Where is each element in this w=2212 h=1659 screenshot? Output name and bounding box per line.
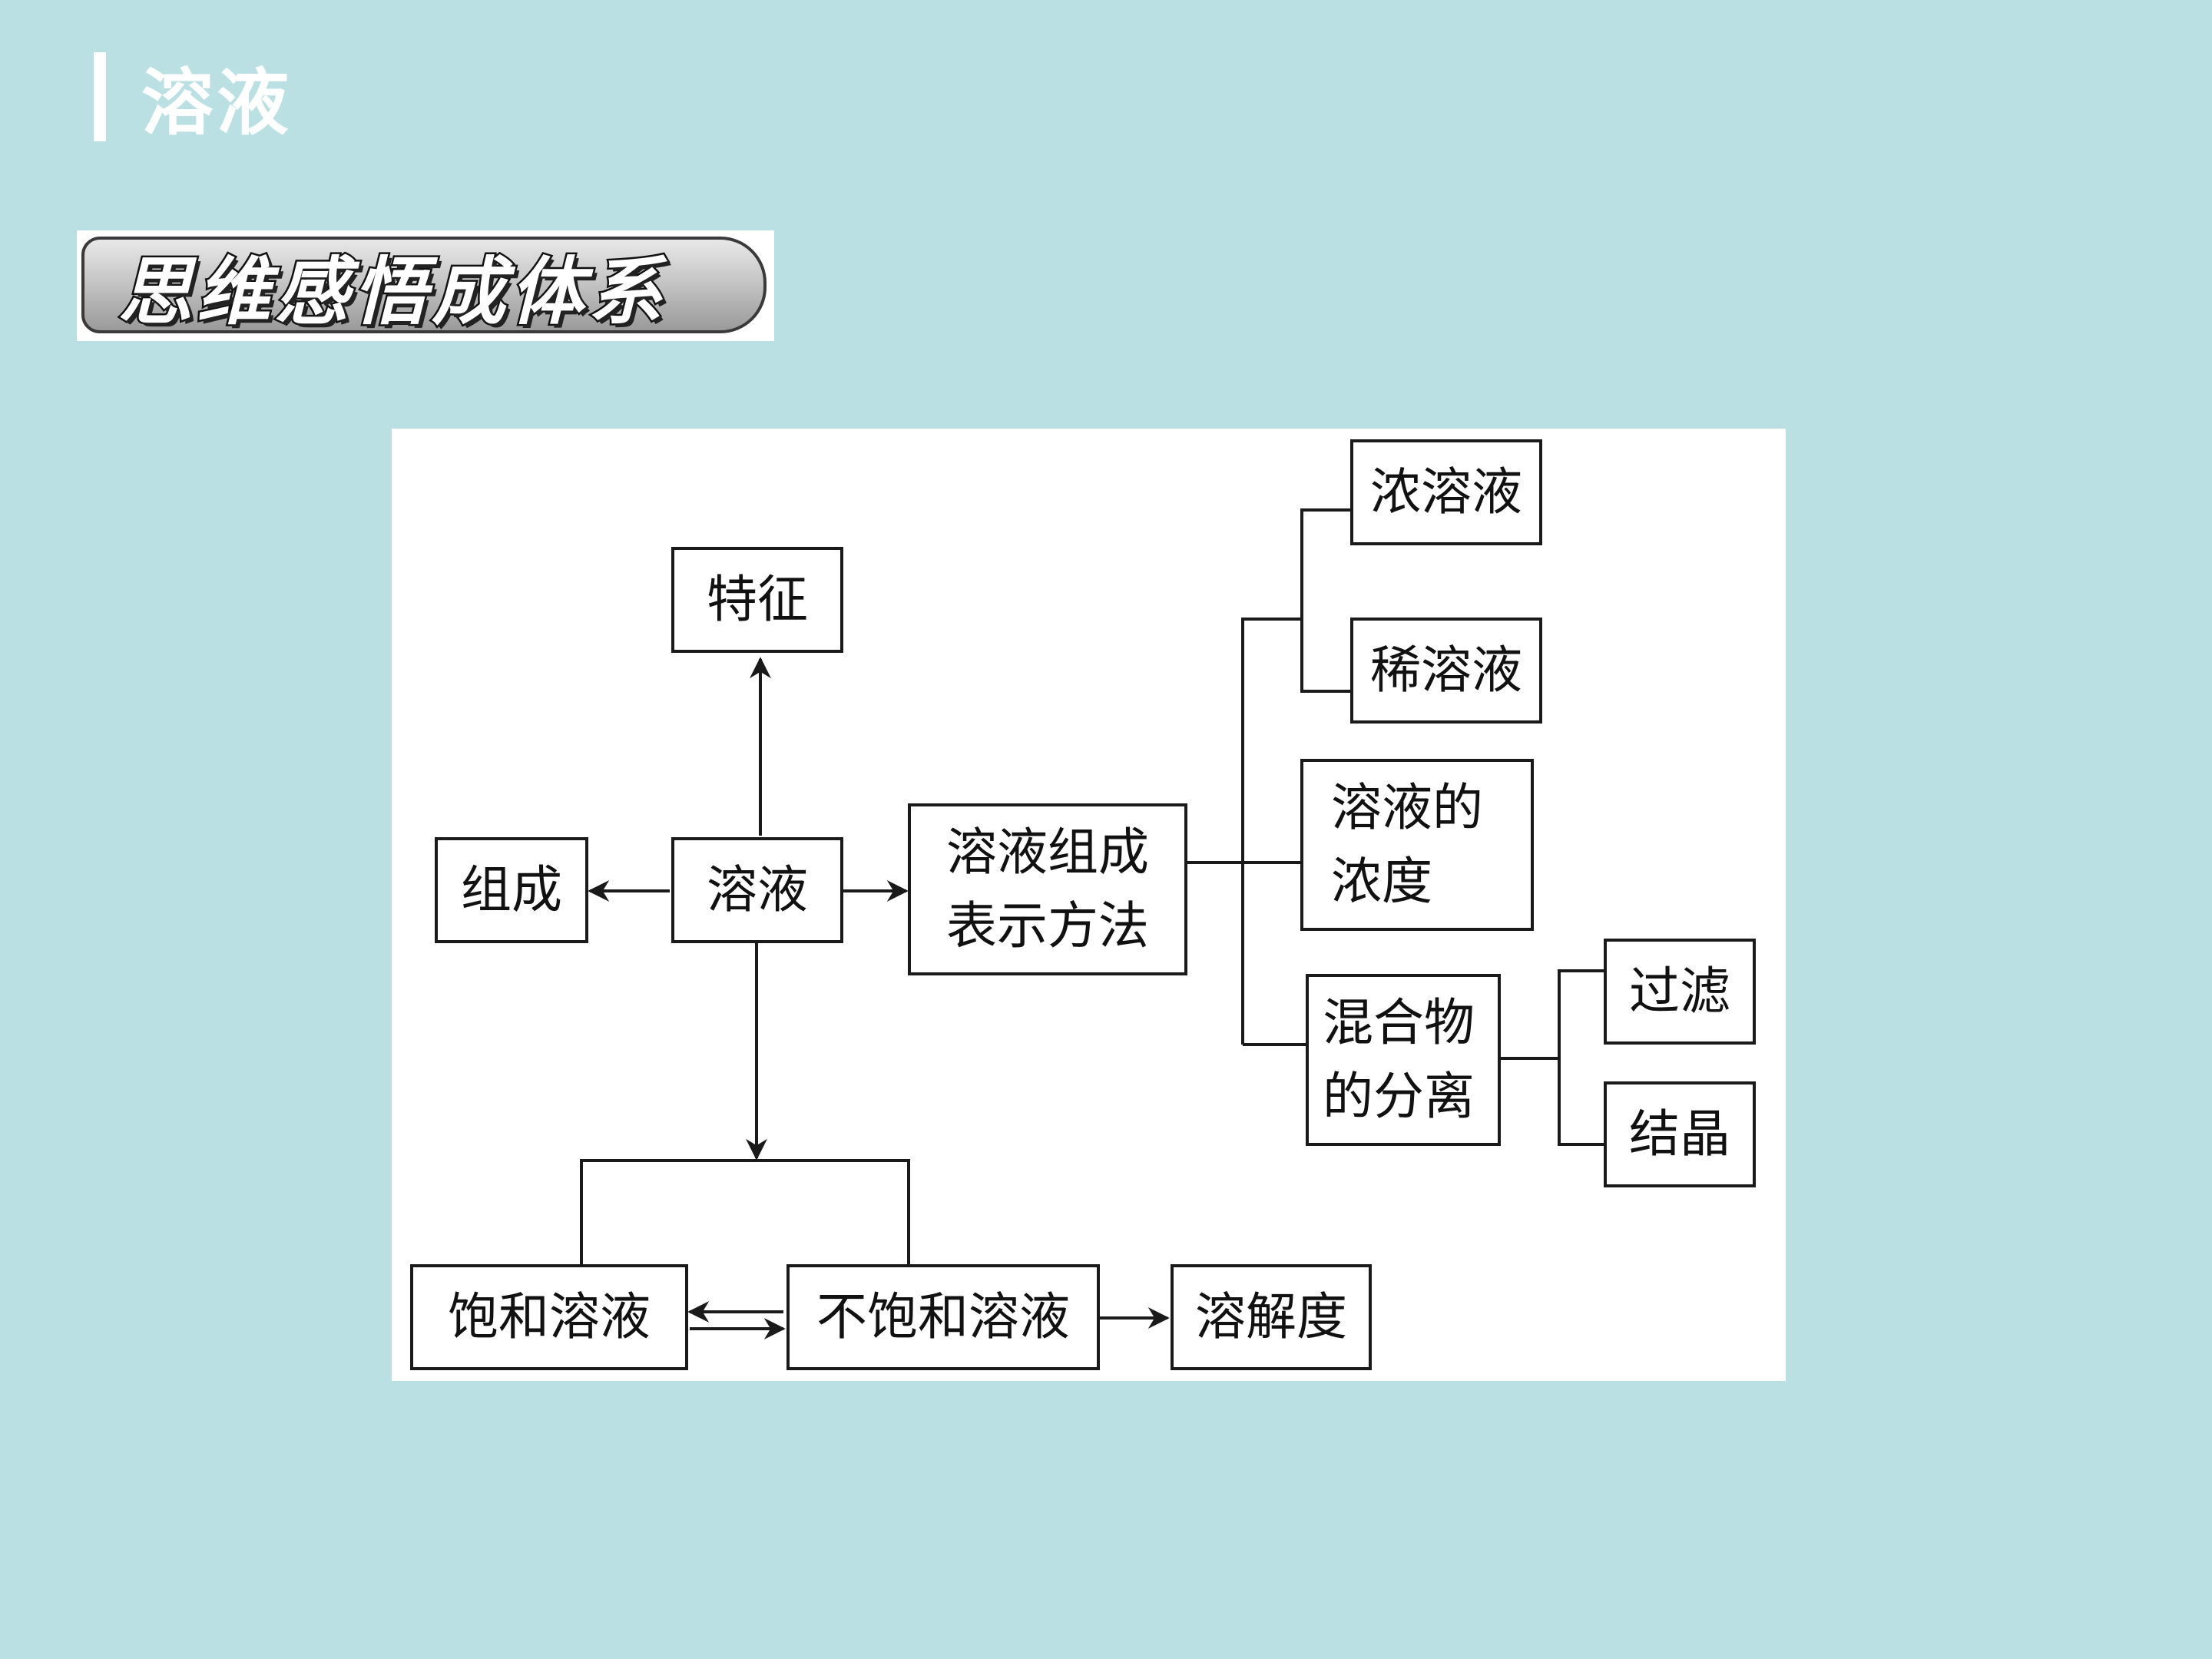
- node-jiejing: 结晶: [1604, 1081, 1756, 1187]
- node-label: 混合物 的分离: [1323, 993, 1475, 1126]
- node-rongjiedu: 溶解度: [1171, 1264, 1372, 1370]
- node-label: 溶液组成 表示方法: [946, 823, 1149, 955]
- branch-upper: [1241, 618, 1300, 864]
- bracket-nong-xi: [1300, 508, 1352, 693]
- node-zucheng: 组成: [435, 837, 588, 943]
- bracket-separation: [1558, 969, 1605, 1146]
- node-nong: 浓溶液: [1350, 439, 1542, 545]
- banner-pill: 思维感悟成体系: [81, 237, 767, 336]
- node-label: 结晶: [1629, 1104, 1730, 1164]
- node-label: 浓溶液: [1370, 462, 1522, 522]
- node-rongye: 溶液: [671, 837, 843, 943]
- concept-map: 特征 组成 溶液 溶液组成 表示方法 浓溶液 稀溶液 溶液的 浓度 混合物 的分…: [392, 429, 1786, 1381]
- bracket-saturation: [580, 1159, 910, 1266]
- page-title: 溶液: [141, 61, 293, 145]
- connector-lines: [580, 508, 1605, 1339]
- node-label: 稀溶液: [1370, 641, 1522, 700]
- node-label: 特征: [707, 570, 808, 630]
- section-banner: 思维感悟成体系: [77, 230, 774, 341]
- node-label: 饱和溶液: [448, 1287, 651, 1347]
- node-xi: 稀溶液: [1350, 618, 1542, 724]
- node-label: 过滤: [1629, 962, 1730, 1022]
- slide-title: 溶液: [94, 51, 292, 145]
- node-fenli: 混合物 的分离: [1306, 974, 1501, 1146]
- node-label: 组成: [461, 860, 562, 920]
- node-baohe: 饱和溶液: [410, 1264, 688, 1370]
- node-label: 溶解度: [1195, 1287, 1347, 1347]
- node-biaoshi: 溶液组成 表示方法: [908, 803, 1187, 975]
- node-label: 不饱和溶液: [816, 1287, 1070, 1347]
- title-accent-bar: [94, 52, 106, 141]
- node-label: 溶液的 浓度: [1331, 778, 1483, 911]
- node-guolv: 过滤: [1604, 939, 1756, 1045]
- node-nongdu: 溶液的 浓度: [1300, 759, 1534, 931]
- node-bubaohe: 不饱和溶液: [786, 1264, 1100, 1370]
- banner-text: 思维感悟成体系: [117, 247, 667, 336]
- node-label: 溶液: [707, 860, 808, 920]
- node-tezheng: 特征: [671, 547, 843, 653]
